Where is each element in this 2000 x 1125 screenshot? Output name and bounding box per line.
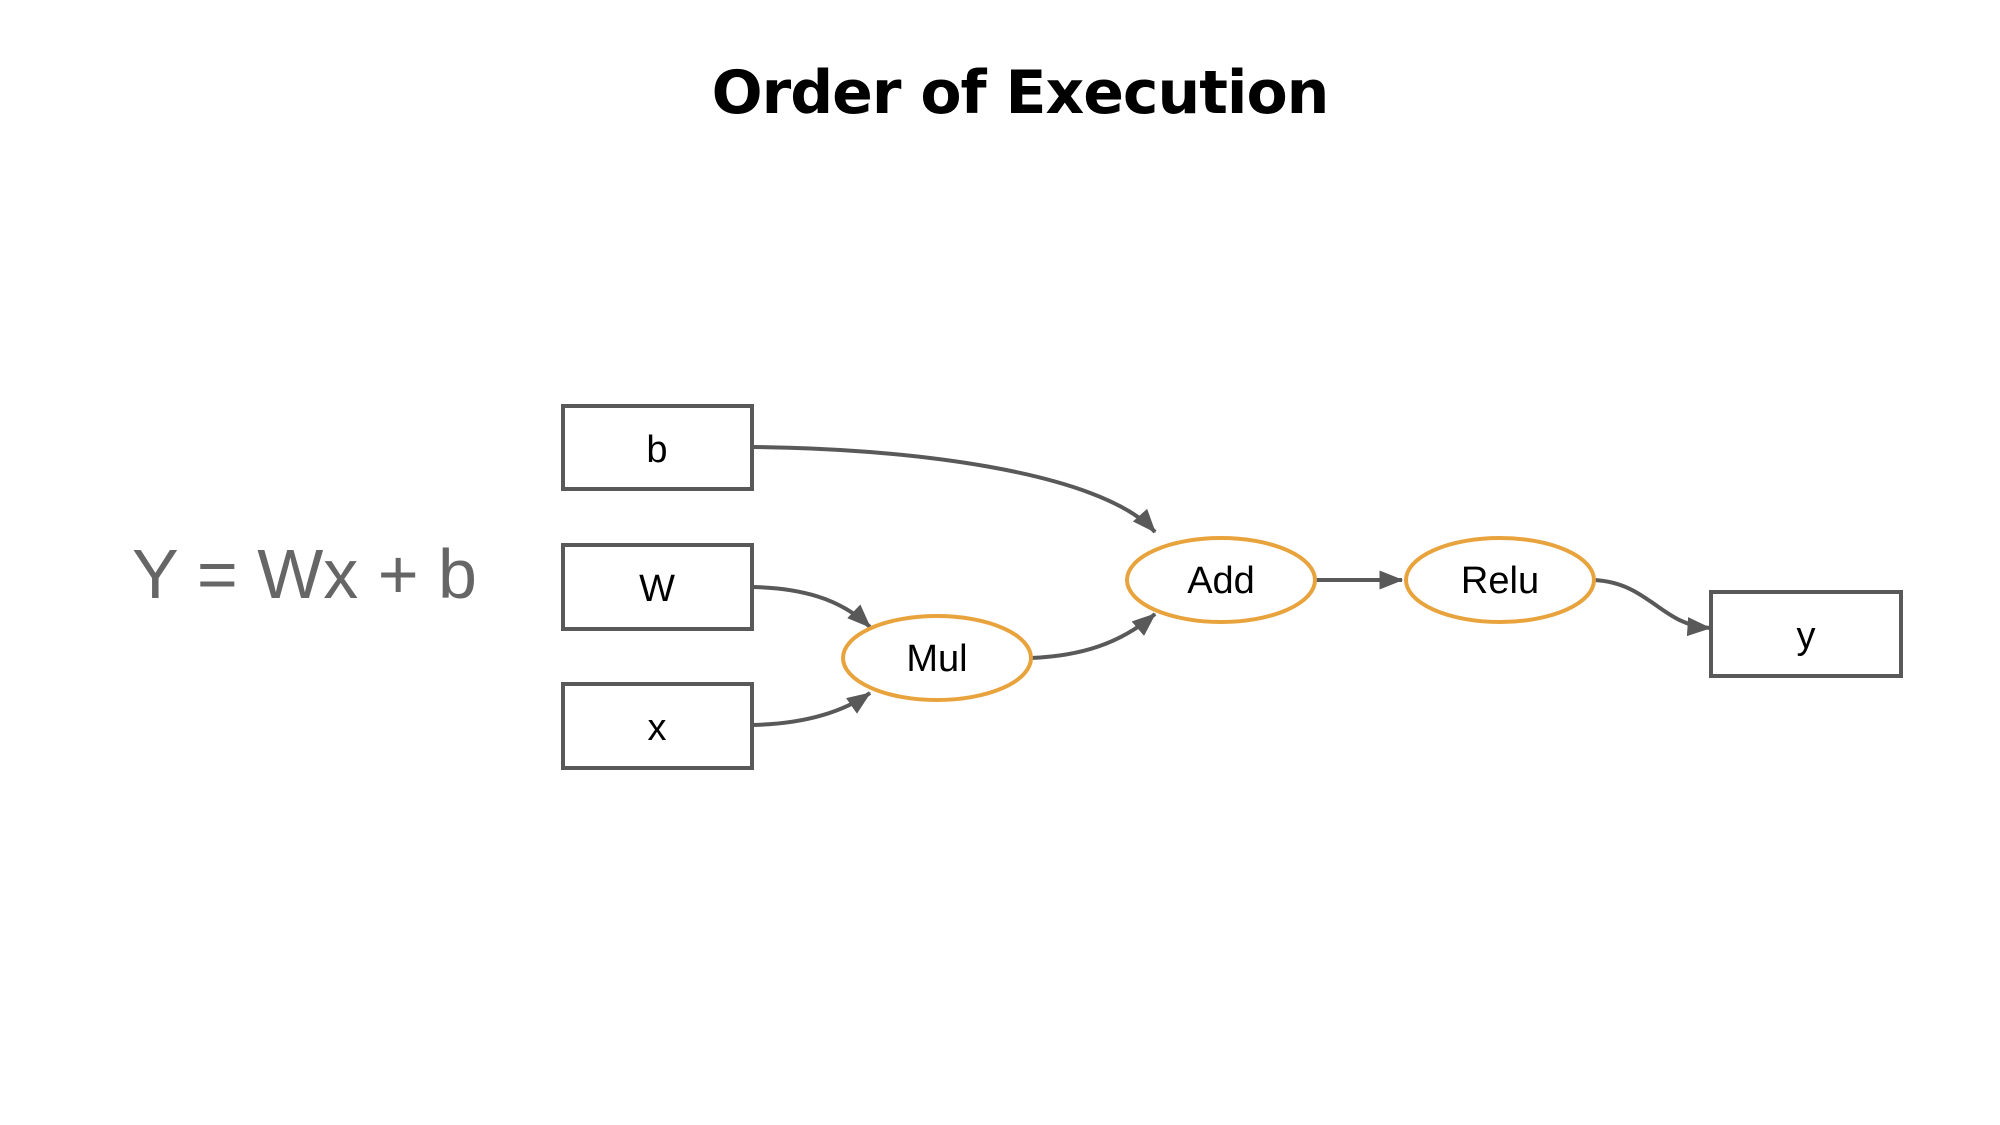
op-add-label: Add (1187, 560, 1255, 602)
node-b-label: b (646, 429, 667, 471)
node-w: W (561, 543, 754, 631)
op-mul: Mul (841, 614, 1033, 702)
op-relu-label: Relu (1461, 560, 1539, 602)
node-w-label: W (639, 568, 675, 610)
node-b: b (561, 404, 754, 491)
edge-x-to-mul (751, 691, 872, 727)
edge-relu-to-y (1593, 578, 1712, 637)
op-mul-label: Mul (906, 638, 967, 680)
node-y-label: y (1797, 615, 1816, 657)
node-y: y (1709, 590, 1903, 678)
node-x: x (561, 682, 754, 770)
edge-mul-to-add (1030, 612, 1157, 660)
formula-text: Y = Wx + b (132, 535, 477, 613)
page-title: Order of Execution (711, 58, 1330, 128)
op-relu: Relu (1404, 536, 1596, 624)
op-add: Add (1125, 536, 1317, 624)
node-x-label: x (648, 707, 667, 749)
edge-b-to-add (751, 445, 1157, 534)
edge-w-to-mul (751, 585, 872, 629)
